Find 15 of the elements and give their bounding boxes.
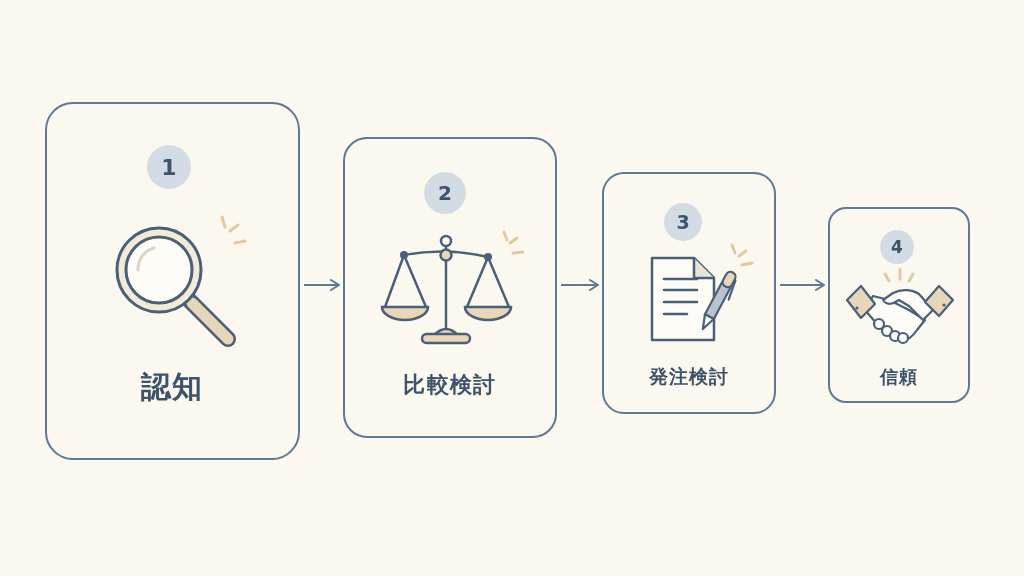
step-label: 信頼 <box>879 366 919 388</box>
step-label: 比較検討 <box>403 372 497 398</box>
step-card <box>602 172 776 414</box>
step-card <box>343 137 557 438</box>
arrow <box>303 279 340 291</box>
arrow <box>779 279 825 291</box>
step-label: 発注検討 <box>648 366 730 388</box>
step-card <box>45 102 300 460</box>
arrow <box>560 279 599 291</box>
step-number: 1 <box>147 145 191 189</box>
step-label: 認知 <box>140 369 205 405</box>
step-number: 2 <box>424 172 466 214</box>
step-number: 4 <box>880 230 914 264</box>
step-number: 3 <box>664 203 702 241</box>
step-card <box>828 207 970 403</box>
